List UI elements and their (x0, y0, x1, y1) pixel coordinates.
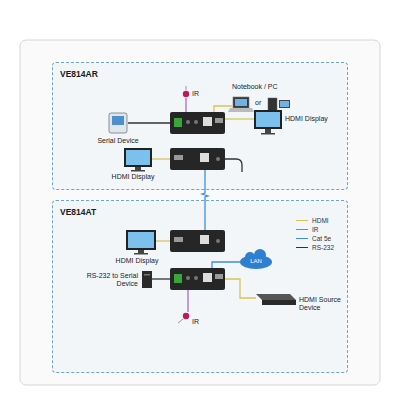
model-title: VE814AT (60, 207, 96, 217)
device-label: HDMI Display (104, 257, 170, 265)
legend-text: HDMI (312, 217, 329, 224)
receiver-unit (170, 112, 225, 134)
cat5e-cable (202, 190, 208, 200)
legend: HDMI IR Cat 5e RS-232 (296, 216, 334, 252)
legend-row: HDMI (296, 216, 334, 225)
legend-swatch (296, 229, 308, 230)
legend-row: Cat 5e (296, 234, 334, 243)
ir-emitter (178, 313, 189, 323)
model-title: VE814AR (60, 69, 98, 79)
device-panel: VE814AR (52, 62, 348, 190)
device-label: IR (192, 90, 206, 98)
device-label: Notebook / PC (232, 83, 292, 91)
legend-text: IR (312, 226, 319, 233)
hdmi-display-icon (254, 110, 282, 135)
legend-text: Cat 5e (312, 235, 331, 242)
legend-swatch (296, 238, 308, 239)
notebook-icon (228, 97, 254, 112)
ir-receiver (183, 86, 189, 97)
panel-ground (52, 62, 348, 190)
device-label: RS-232 to Serial Device (78, 272, 138, 288)
device-label: LAN (246, 258, 266, 265)
device-label: HDMI Display (100, 173, 166, 181)
panel-ground (52, 200, 348, 373)
device-panel: VE814AT (52, 200, 348, 373)
device-label: HDMI Source Device (299, 296, 347, 312)
hdmi-source-icon (256, 294, 296, 305)
legend-swatch (296, 247, 308, 248)
hdmi-display-icon (126, 230, 156, 255)
serial-device-icon (109, 113, 127, 133)
hdmi-display-icon (124, 148, 152, 172)
transmitter-unit (170, 230, 225, 252)
legend-text: RS-232 (312, 244, 334, 251)
device-label: Serial Device (88, 137, 148, 145)
card-frame (20, 40, 380, 385)
legend-swatch (296, 220, 308, 221)
transmitter-unit (170, 268, 225, 290)
legend-row: IR (296, 225, 334, 234)
lan-cloud (240, 249, 272, 269)
device-label: or (255, 99, 265, 107)
device-label: IR (192, 318, 206, 326)
receiver-unit (170, 148, 225, 170)
device-label: HDMI Display (285, 115, 345, 123)
wires (128, 98, 256, 312)
legend-row: RS-232 (296, 243, 334, 252)
serial-device-icon (142, 271, 152, 288)
